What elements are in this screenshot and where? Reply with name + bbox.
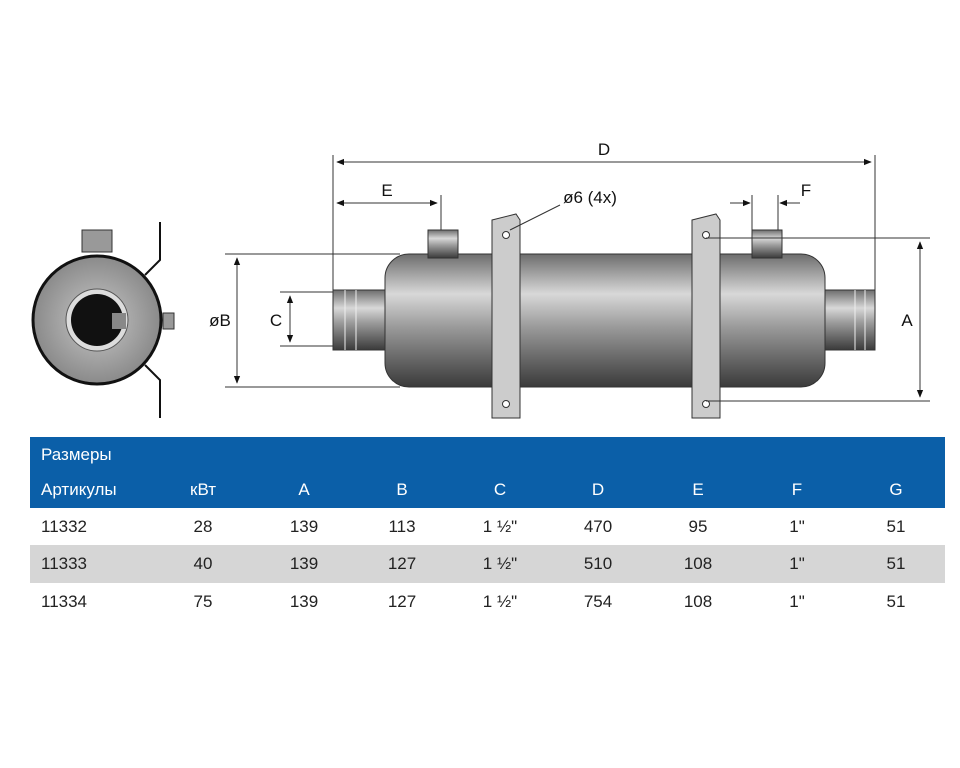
table-cell: 11332	[41, 516, 88, 536]
table-cell: 139	[289, 516, 319, 536]
table-row: 11333 40 139 127 1 ½" 510 108 1" 51	[30, 545, 945, 583]
table-cell: 1 ½"	[482, 516, 518, 536]
table-cell: 108	[683, 554, 713, 573]
table-row: 11332 28 139 113 1 ½" 470 95 1" 51	[30, 508, 945, 545]
table-cell: 127	[387, 554, 417, 573]
label-d: D	[598, 140, 610, 159]
label-f: F	[801, 181, 811, 200]
table-cell: 40	[193, 554, 213, 573]
header-cell: A	[298, 480, 310, 499]
dimension-lines	[225, 155, 930, 402]
table-cell: 139	[289, 591, 319, 611]
header-cell: F	[791, 480, 803, 499]
table-cell: 510	[583, 554, 613, 573]
table-cell: 1"	[789, 591, 805, 611]
end-view	[31, 222, 175, 418]
table-cell: 470	[583, 516, 613, 536]
dimensions-table: Размеры Артикулы кВт A B C D E F G 11332…	[30, 437, 945, 620]
table-cell: 75	[193, 591, 213, 611]
table-cell: 754	[583, 591, 613, 611]
header-cell: кВт	[190, 480, 216, 499]
table-header: Размеры Артикулы кВт A B C D E F G	[30, 437, 945, 508]
table-cell: 95	[688, 516, 708, 536]
side-view	[332, 213, 876, 419]
table-cell: 51	[886, 591, 906, 611]
table-cell: 11333	[41, 554, 88, 573]
table-title: Размеры	[41, 445, 112, 464]
header-cell: G	[889, 480, 903, 499]
table-cell: 127	[387, 591, 417, 611]
table-cell: 28	[193, 516, 213, 536]
header-cell: B	[396, 480, 408, 499]
table-cell: 1 ½"	[482, 591, 518, 611]
table-cell: 51	[886, 516, 906, 536]
header-cell: D	[591, 480, 605, 499]
label-a: A	[901, 311, 913, 330]
label-b: øB	[209, 311, 231, 330]
table-cell: 11334	[41, 591, 88, 611]
label-c: C	[270, 311, 282, 330]
table-cell: 1 ½"	[482, 554, 518, 573]
header-cell: E	[692, 480, 704, 499]
table-cell: 108	[683, 591, 713, 611]
table-row: 11334 75 139 127 1 ½" 754 108 1" 51	[30, 583, 945, 620]
header-cell: C	[493, 480, 507, 499]
label-holes: ø6 (4x)	[563, 188, 617, 207]
label-e: E	[381, 181, 392, 200]
table-cell: 51	[886, 554, 906, 573]
heat-exchanger-diagram: D E F ø6 (4x) øB C A	[31, 140, 930, 419]
table-cell: 1"	[789, 516, 805, 536]
table-cell: 139	[289, 554, 319, 573]
table-cell: 113	[388, 516, 416, 536]
header-cell: Артикулы	[41, 480, 117, 499]
table-cell: 1"	[789, 554, 805, 573]
